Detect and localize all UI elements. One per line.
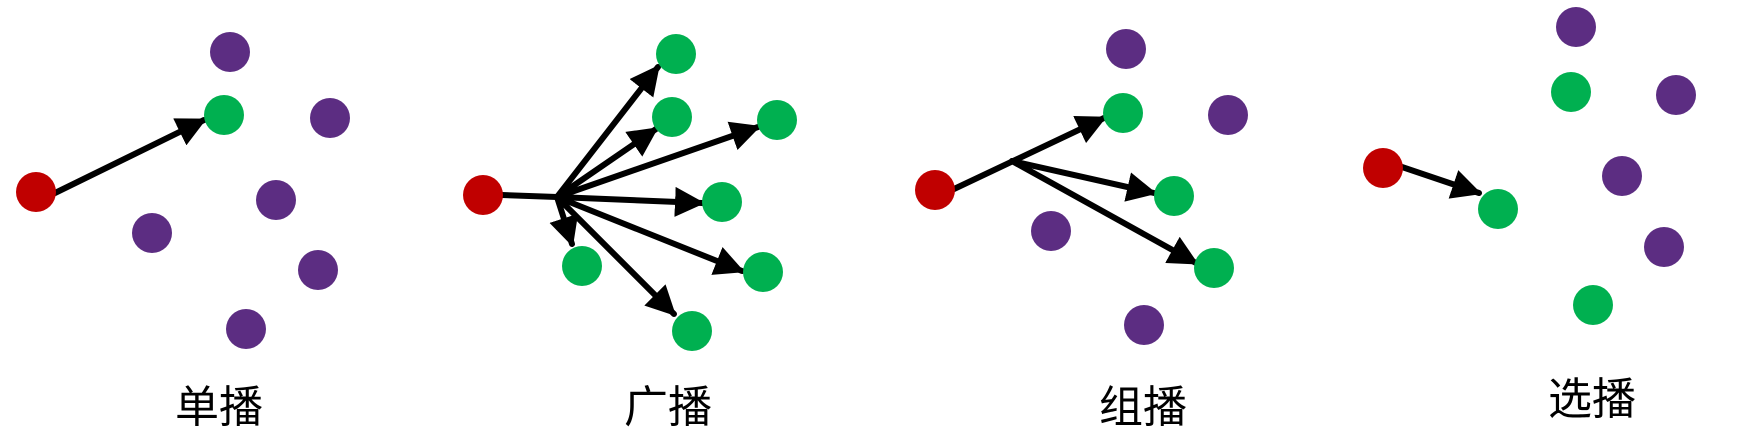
unicast-non-receiver-node-4 [256, 180, 296, 220]
anycast-non-receiver-node-3 [1656, 75, 1696, 115]
broadcast-arrow-0 [499, 192, 560, 200]
multicast-non-receiver-node-4 [1031, 211, 1071, 251]
broadcast-receiver-node-2 [652, 97, 692, 137]
multicast-non-receiver-node-1 [1106, 29, 1146, 69]
broadcast-arrow-3 [554, 121, 761, 200]
multicast-arrow-2 [1009, 158, 1199, 266]
multicast-receiver-node-5 [1154, 176, 1194, 216]
broadcast-arrow-5 [554, 194, 745, 275]
unicast-non-receiver-node-3 [310, 98, 350, 138]
broadcast-receiver-node-7 [672, 311, 712, 351]
anycast-source-node [1363, 148, 1403, 188]
unicast-source-node [16, 172, 56, 212]
broadcast-receiver-node-5 [743, 252, 783, 292]
caption-anycast: 选播 [1548, 374, 1636, 425]
multicast-source-node [915, 170, 955, 210]
broadcast-arrow-7 [549, 194, 579, 247]
anycast-arrow-0 [1399, 164, 1482, 199]
broadcast-receiver-node-1 [656, 34, 696, 74]
caption-broadcast: 广播 [624, 382, 712, 433]
multicast-non-receiver-node-7 [1124, 305, 1164, 345]
anycast-receiver-node-2 [1551, 72, 1591, 112]
multicast-arrow-0 [951, 115, 1107, 192]
anycast-receiver-node-7 [1573, 285, 1613, 325]
anycast-non-receiver-node-4 [1602, 156, 1642, 196]
unicast-non-receiver-node-7 [226, 309, 266, 349]
unicast-arrow-0 [52, 117, 207, 196]
caption-unicast: 单播 [175, 382, 263, 433]
broadcast-arrow-4 [554, 186, 705, 217]
broadcast-source-node [463, 175, 503, 215]
broadcast-arrow-2 [554, 126, 659, 200]
unicast-non-receiver-node-6 [298, 250, 338, 290]
caption-multicast: 组播 [1099, 382, 1187, 433]
anycast-non-receiver-node-1 [1556, 7, 1596, 47]
anycast-non-receiver-node-6 [1644, 227, 1684, 267]
unicast-non-receiver-node-5 [132, 213, 172, 253]
broadcast-receiver-node-6 [562, 246, 602, 286]
anycast-receiver-node-5 [1478, 189, 1518, 229]
multicast-receiver-node-6 [1194, 248, 1234, 288]
multicast-arrow-1 [1009, 158, 1157, 202]
multicast-receiver-node-2 [1103, 93, 1143, 133]
unicast-receiver-node-1 [204, 95, 244, 135]
broadcast-receiver-node-3 [757, 100, 797, 140]
multicast-non-receiver-node-3 [1208, 95, 1248, 135]
broadcast-arrow-1 [554, 64, 661, 200]
unicast-non-receiver-node-2 [210, 32, 250, 72]
broadcast-receiver-node-4 [702, 182, 742, 222]
